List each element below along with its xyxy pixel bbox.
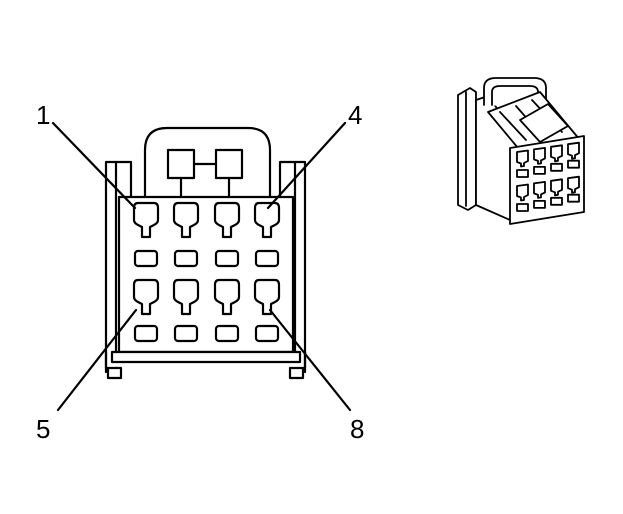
iso-cavity-8 — [567, 175, 580, 194]
iso-lock-slot-3 — [550, 162, 563, 172]
connector-isometric-view — [457, 77, 585, 225]
terminal-cavity-5 — [132, 278, 160, 316]
callout-label-1: 1 — [36, 100, 50, 130]
iso-lock-slot-1 — [516, 169, 529, 178]
callout-leader-1 — [51, 121, 137, 210]
iso-cavity-5 — [516, 183, 529, 202]
iso-cavity-4 — [567, 141, 580, 160]
terminal-cavity-4 — [253, 201, 281, 239]
iso-lock-slot-7 — [550, 196, 563, 206]
iso-cavity-7 — [550, 178, 563, 197]
cavity-lock-slot-8 — [254, 324, 280, 343]
cavity-lock-slot-3 — [214, 249, 240, 268]
connector-base — [110, 350, 302, 364]
terminal-cavity-6 — [172, 278, 200, 316]
iso-lock-slot-8 — [567, 193, 580, 203]
cavity-lock-slot-5 — [133, 324, 159, 343]
iso-lock-slot-2 — [533, 165, 546, 175]
callout-leader-5 — [56, 308, 138, 412]
cavity-row-bottom — [132, 278, 281, 343]
callout-leader-8 — [268, 308, 352, 412]
tab-terminal-block — [166, 148, 244, 202]
terminal-cavity-7 — [213, 278, 241, 316]
callout-label-8: 8 — [350, 414, 364, 444]
connector-face-view: 1 4 5 8 — [36, 100, 364, 444]
cavity-lock-slot-6 — [173, 324, 199, 343]
terminal-cavity-2 — [172, 201, 200, 239]
callout-leader-4 — [266, 121, 347, 210]
iso-lock-slot-4 — [567, 159, 580, 169]
iso-lock-slot-5 — [516, 203, 529, 212]
iso-side-plate — [457, 87, 477, 211]
cavity-row-top — [132, 201, 281, 268]
iso-cavity-6 — [533, 181, 546, 199]
terminal-cavity-3 — [213, 201, 241, 239]
terminal-cavity-8 — [253, 278, 281, 316]
iso-lock-slot-6 — [533, 199, 546, 209]
iso-cavity-grid — [516, 141, 580, 212]
callout-label-4: 4 — [348, 100, 362, 130]
cavity-lock-slot-1 — [133, 249, 159, 268]
callout-label-5: 5 — [36, 414, 50, 444]
iso-cavity-2 — [533, 147, 546, 165]
cavity-lock-slot-4 — [254, 249, 280, 268]
cavity-lock-slot-7 — [214, 324, 240, 343]
cavity-lock-slot-2 — [173, 249, 199, 268]
iso-cavity-3 — [550, 144, 563, 163]
iso-cavity-1 — [516, 149, 529, 168]
